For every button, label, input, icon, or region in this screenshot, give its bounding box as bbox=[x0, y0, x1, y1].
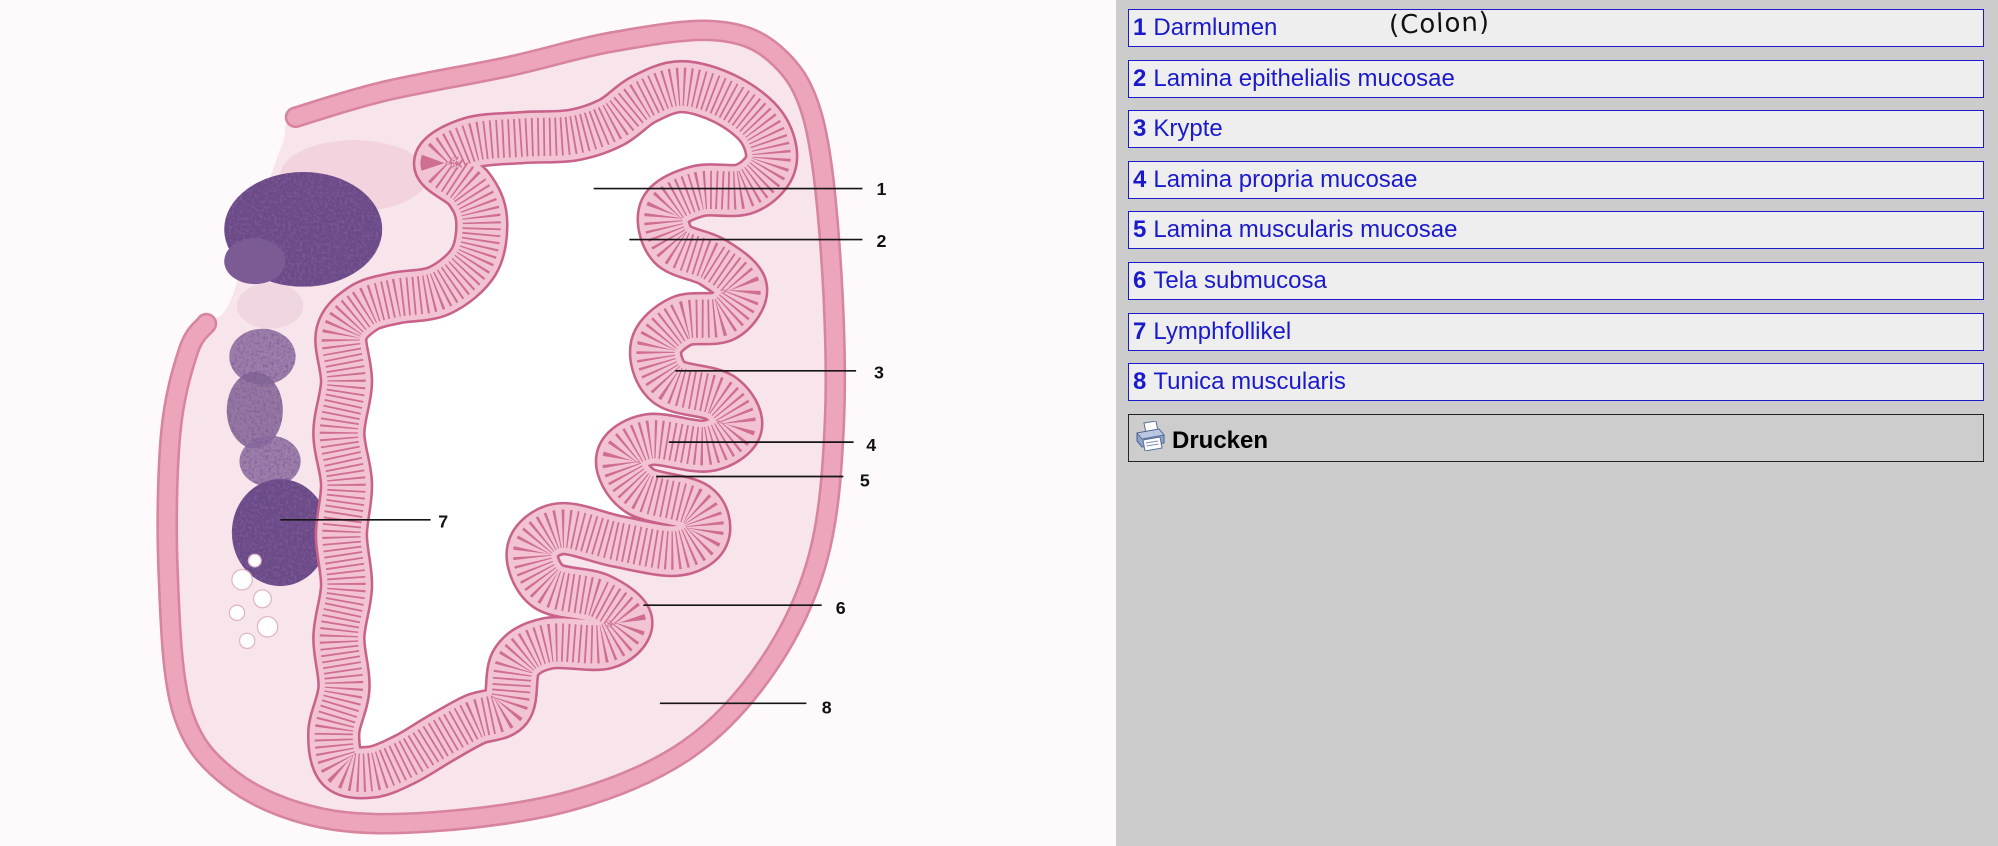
lamina-propria-mucosae bbox=[309, 62, 796, 797]
printer-icon bbox=[1134, 420, 1166, 451]
legend-list: 1 Darmlumen 2 Lamina epithelialis mucosa… bbox=[1128, 9, 1984, 462]
figure-label-2: 2 bbox=[876, 231, 886, 251]
figure-label-8: 8 bbox=[822, 697, 832, 717]
legend-item-label: Tunica muscularis bbox=[1153, 368, 1346, 396]
legend-item-number: 6 bbox=[1133, 266, 1147, 294]
lymphatic-patch bbox=[239, 435, 301, 487]
legend-item-label: Darmlumen bbox=[1153, 14, 1278, 41]
tissue-fragments bbox=[236, 282, 304, 329]
legend-item-label: Lymphfollikel bbox=[1153, 317, 1292, 345]
legend-item-lamina-epithelialis[interactable]: 2 Lamina epithelialis mucosae bbox=[1128, 59, 1984, 98]
lymphatic-tissue bbox=[224, 172, 383, 587]
handwritten-note: (Colon) bbox=[1388, 7, 1491, 41]
fat-vacuole bbox=[228, 604, 246, 622]
print-button[interactable]: Drucken bbox=[1128, 413, 1984, 462]
tunica-muscularis bbox=[158, 22, 844, 832]
legend-item-tela-submucosa[interactable]: 6 Tela submucosa bbox=[1128, 261, 1984, 300]
legend-item-lamina-muscularis[interactable]: 5 Lamina muscularis mucosae bbox=[1128, 211, 1984, 250]
print-button-label: Drucken bbox=[1172, 426, 1269, 454]
fat-vacuole bbox=[231, 568, 253, 591]
legend-item-krypte[interactable]: 3 Krypte bbox=[1128, 110, 1984, 149]
legend-item-number: 1 bbox=[1133, 14, 1147, 41]
legend-item-lamina-propria[interactable]: 4 Lamina propria mucosae bbox=[1128, 160, 1984, 199]
legend-item-darmlumen[interactable]: 1 Darmlumen bbox=[1128, 9, 1984, 47]
figure-label-6: 6 bbox=[836, 598, 846, 618]
legend-item-number: 2 bbox=[1133, 64, 1147, 92]
legend-item-label: Krypte bbox=[1153, 115, 1223, 143]
legend-item-tunica-muscularis[interactable]: 8 Tunica muscularis bbox=[1128, 363, 1984, 402]
legend-item-lymphfollikel[interactable]: 7 Lymphfollikel bbox=[1128, 312, 1984, 351]
legend-item-label: Tela submucosa bbox=[1153, 266, 1327, 294]
fat-vacuole bbox=[252, 589, 272, 609]
figure-label-1: 1 bbox=[876, 179, 886, 199]
legend-item-label: Lamina propria mucosae bbox=[1153, 165, 1418, 193]
figure-label-5: 5 bbox=[860, 471, 870, 491]
figure-labels: 1 2 3 4 5 6 7 8 bbox=[438, 179, 886, 718]
legend-item-number: 4 bbox=[1133, 165, 1147, 193]
fat-vacuole bbox=[256, 616, 279, 638]
legend-panel: 1 Darmlumen 2 Lamina epithelialis mucosa… bbox=[1116, 0, 1998, 846]
figure-label-3: 3 bbox=[874, 362, 884, 382]
lymphatic-patch bbox=[229, 328, 296, 385]
fat-vacuole bbox=[247, 553, 262, 568]
legend-item-number: 7 bbox=[1133, 317, 1147, 345]
figure-label-4: 4 bbox=[866, 435, 876, 455]
legend-item-number: 8 bbox=[1133, 368, 1147, 396]
fat-vacuoles bbox=[228, 553, 279, 650]
legend-item-label: Lamina muscularis mucosae bbox=[1153, 216, 1458, 244]
legend-item-number: 3 bbox=[1133, 115, 1147, 143]
legend-item-number: 5 bbox=[1133, 216, 1147, 244]
leader-lines bbox=[280, 187, 863, 705]
lymphatic-patch bbox=[226, 372, 283, 449]
legend-item-label: Lamina epithelialis mucosae bbox=[1153, 64, 1455, 92]
fat-vacuole bbox=[238, 632, 256, 650]
figure-label-7: 7 bbox=[438, 511, 448, 531]
figure-panel: 1 2 3 4 5 6 7 8 bbox=[156, 19, 887, 835]
histology-image: 1 2 3 4 5 6 7 8 bbox=[156, 19, 886, 835]
lymphatic-patch bbox=[224, 238, 286, 285]
